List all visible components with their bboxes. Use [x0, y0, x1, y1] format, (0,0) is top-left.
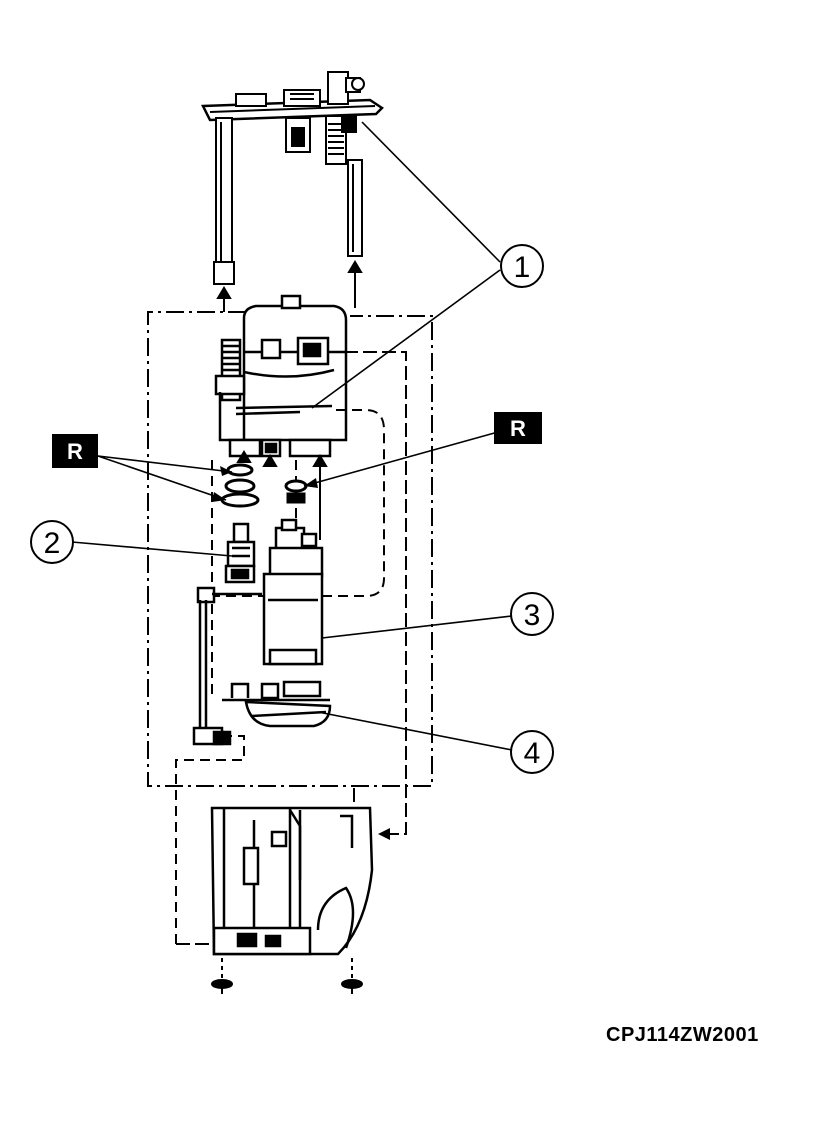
- callout-3: 3: [510, 592, 554, 636]
- callout-3-label: 3: [524, 599, 541, 632]
- o-rings-left: [220, 463, 260, 508]
- return-line-dash: [344, 351, 407, 835]
- replace-badge-right: R: [494, 412, 542, 444]
- assembly-outline: [147, 311, 433, 787]
- fuel-pump: [262, 518, 324, 666]
- callout-2-label: 2: [44, 527, 61, 560]
- replace-badge-right-label: R: [510, 416, 526, 441]
- callout-1-label: 1: [514, 251, 531, 284]
- replace-badge-left-label: R: [67, 439, 83, 464]
- fuel-pump-filter: [222, 680, 332, 728]
- callout-1: 1: [500, 244, 544, 288]
- return-arrow-head: [378, 828, 390, 840]
- leader-arrow-r2: [212, 492, 226, 502]
- replace-badge-left: R: [52, 434, 98, 468]
- figure-code: CPJ114ZW2001: [606, 1024, 759, 1046]
- assembly-arrows-top: [216, 260, 363, 312]
- leader-arrow-r3: [304, 478, 318, 488]
- leader-lines: [71, 121, 513, 751]
- set-plate-assembly: [201, 71, 384, 285]
- callout-4-label: 4: [524, 737, 541, 770]
- fuel-filter-housing: [214, 294, 348, 458]
- assembly-arrows-mid: [236, 450, 328, 540]
- callout-2: 2: [30, 520, 74, 564]
- fuel-reservoir-cup: [210, 806, 374, 956]
- o-ring-right: [284, 479, 308, 504]
- pressure-regulator: [224, 522, 256, 584]
- callout-4: 4: [510, 730, 554, 774]
- fuel-line-dashed: [211, 409, 385, 700]
- cup-fasteners: [211, 958, 363, 994]
- sender-gauge-arm: [175, 586, 262, 944]
- leader-arrow-r1: [220, 466, 232, 476]
